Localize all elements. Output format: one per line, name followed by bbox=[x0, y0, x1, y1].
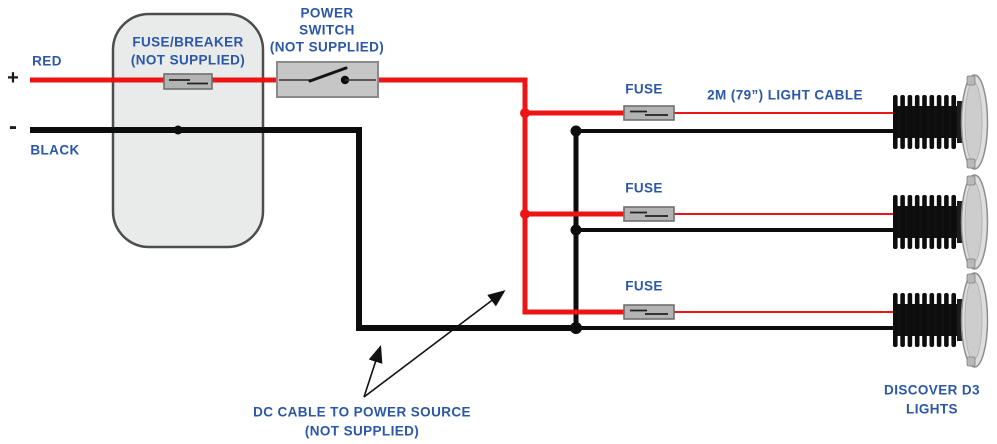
power-switch-label-line1: POWER bbox=[300, 5, 354, 21]
power-switch-label-line3: (NOT SUPPLIED) bbox=[269, 39, 385, 55]
dc-cable-arrow-2 bbox=[363, 290, 506, 398]
negative-terminal-label: - bbox=[9, 113, 17, 140]
discover-light-3 bbox=[892, 272, 989, 368]
power-switch-symbol bbox=[276, 61, 379, 98]
fuse-label-1: FUSE bbox=[625, 81, 663, 97]
junction-dot-black-2 bbox=[570, 224, 582, 236]
fuse-label-2: FUSE bbox=[625, 180, 663, 196]
fuse-breaker-label-line2: (NOT SUPPLIED) bbox=[130, 52, 246, 68]
dc-cable-arrow-1 bbox=[363, 344, 383, 398]
discover-lights-label-line1: DISCOVER D3 bbox=[884, 382, 980, 398]
dc-cable-label-line1: DC CABLE TO POWER SOURCE bbox=[253, 404, 471, 420]
red-wire-label: RED bbox=[32, 53, 62, 69]
black-supply-wire bbox=[30, 127, 578, 331]
fuse-symbol-1 bbox=[623, 105, 675, 121]
switch-blade bbox=[308, 66, 348, 83]
junction-dot-black-1 bbox=[570, 125, 582, 137]
discover-light-1 bbox=[892, 74, 989, 170]
light-cable-label: 2M (79”) LIGHT CABLE bbox=[707, 87, 863, 103]
junction-dot-black-3 bbox=[570, 322, 582, 334]
dc-cable-label-line2: (NOT SUPPLIED) bbox=[304, 423, 420, 439]
junction-dot-breaker bbox=[173, 125, 183, 135]
power-switch-label-line2: SWITCH bbox=[299, 22, 355, 38]
positive-terminal-label: + bbox=[7, 67, 19, 89]
breaker-fuse-symbol bbox=[163, 73, 213, 90]
fuse-symbol-2 bbox=[623, 206, 675, 222]
fuse-breaker-label-line1: FUSE/BREAKER bbox=[132, 34, 244, 50]
black-wire-label: BLACK bbox=[30, 142, 80, 158]
junction-dot-red-1 bbox=[520, 108, 530, 118]
discover-light-2 bbox=[892, 174, 989, 270]
junction-dot-red-2 bbox=[520, 209, 530, 219]
fuse-symbol-3 bbox=[623, 304, 675, 320]
discover-lights-label-line2: LIGHTS bbox=[906, 401, 958, 417]
fuse-label-3: FUSE bbox=[625, 278, 663, 294]
